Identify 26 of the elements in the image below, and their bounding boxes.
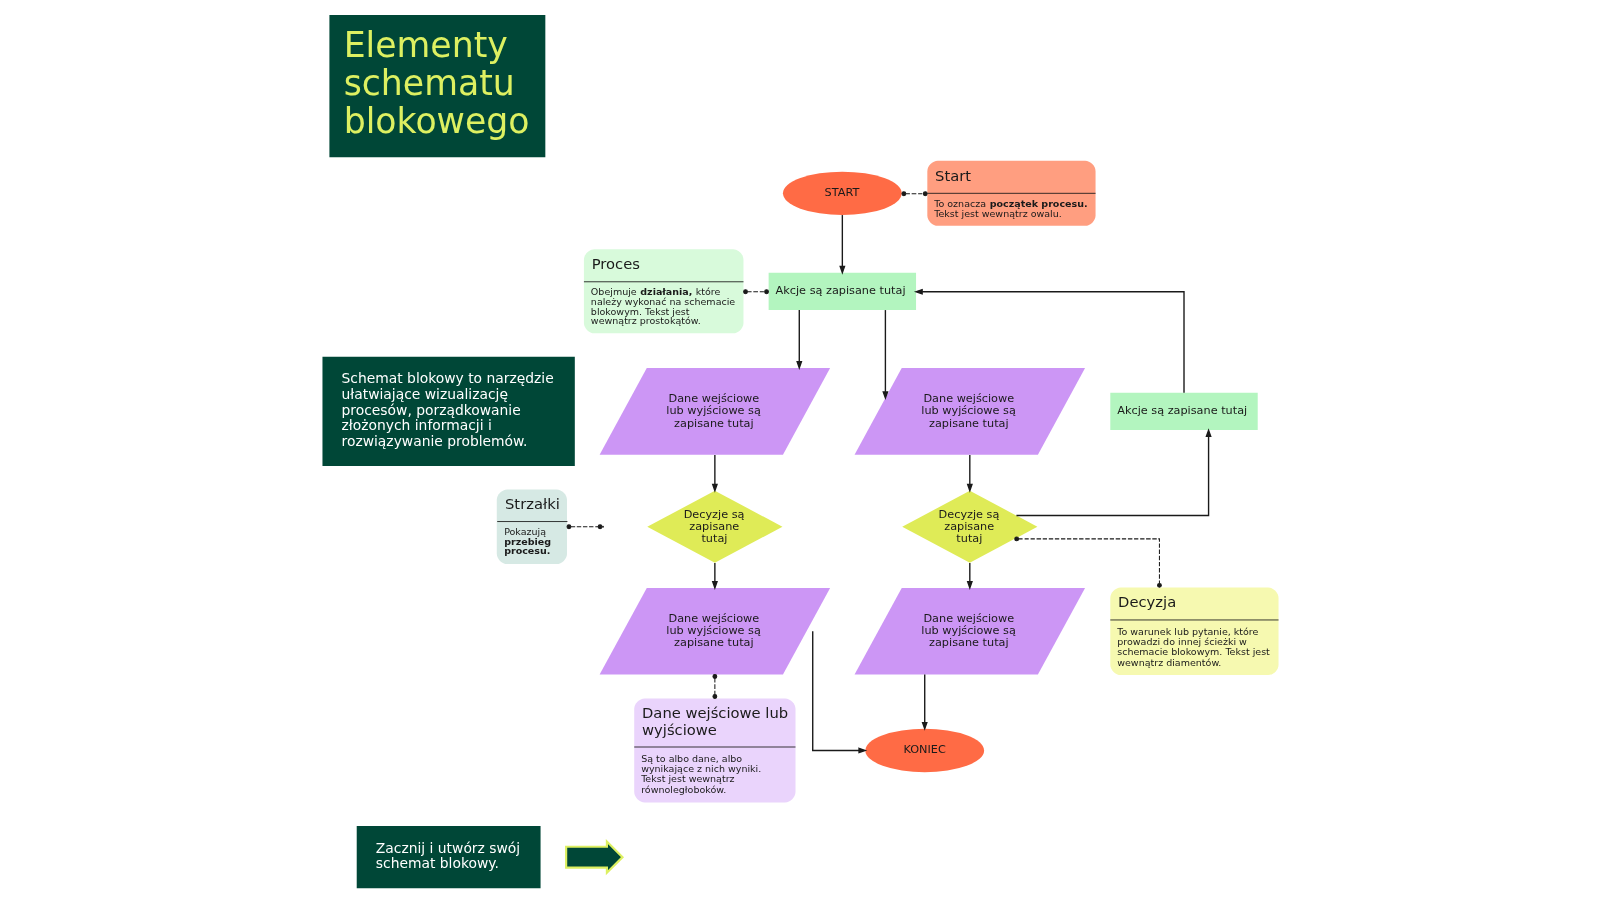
arrow [711, 454, 718, 493]
node-arrow [564, 838, 624, 876]
node-ellipse: START [782, 171, 902, 215]
diagram-title: Elementy schematu blokowego [343, 24, 530, 142]
arrow [921, 673, 928, 731]
arrow [881, 309, 888, 401]
node-diamond: Decyzje są zapisane tutaj [901, 490, 1037, 563]
node-box: Akcje są zapisane tutaj [768, 272, 916, 310]
arrow [966, 562, 973, 590]
node-ellipse: KONIEC [864, 728, 984, 773]
label: Zacznij i utwórz swój schemat blokowy. [375, 839, 520, 872]
arrow [966, 454, 973, 493]
connector [1013, 536, 1162, 588]
arrow [711, 562, 718, 590]
arrow [795, 309, 802, 370]
arrow [913, 288, 1185, 394]
node-diamond: Decyzje są zapisane tutaj [646, 490, 782, 563]
connector [742, 289, 769, 295]
arrow [811, 630, 867, 754]
connector [569, 526, 599, 528]
node-box: Akcje są zapisane tutaj [1109, 392, 1258, 431]
connector [711, 674, 717, 699]
arrow [838, 214, 845, 275]
arrow [1015, 428, 1212, 517]
label: Schemat blokowy to narzędzie ułatwiające wizualizację procesów, porządkowanie złożonych informacji i rozwiązywanie problemów. [341, 370, 554, 449]
connector [900, 191, 928, 197]
